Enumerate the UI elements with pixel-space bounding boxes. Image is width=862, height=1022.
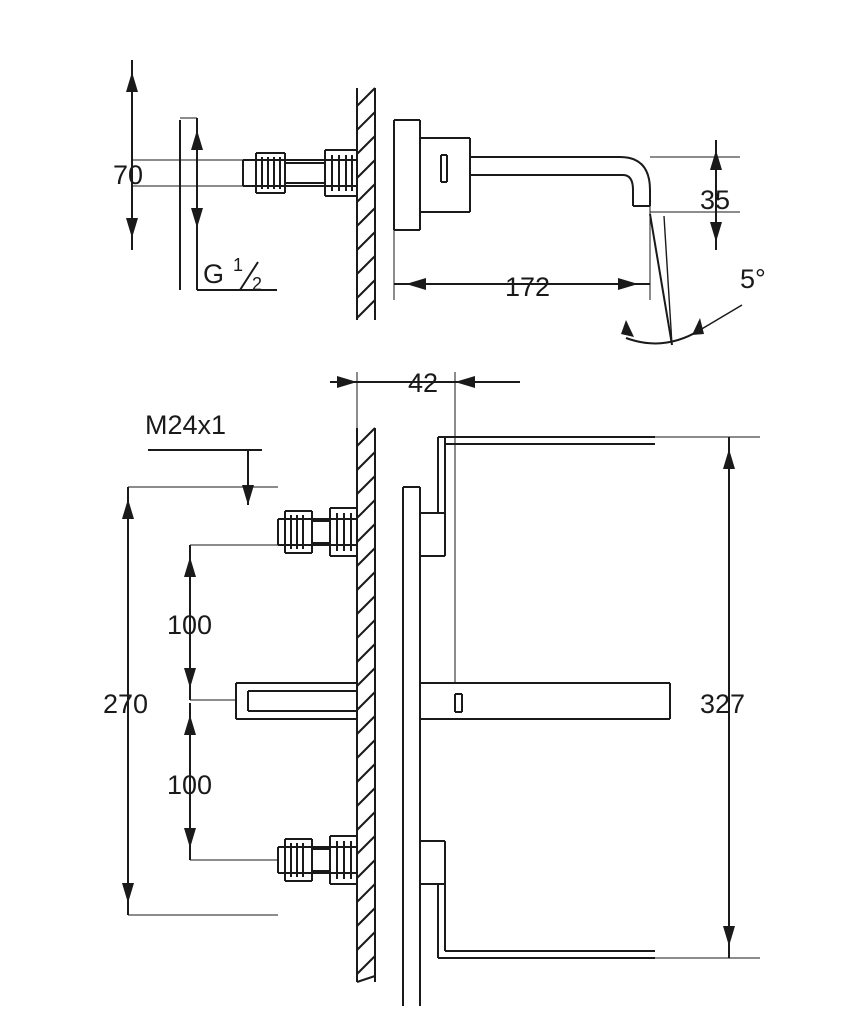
upper-valve-shank	[277, 507, 357, 557]
label-g-half-denominator: 2	[252, 274, 262, 294]
escutcheon-plate-front-view	[402, 436, 655, 1006]
label-g-half-main: G	[203, 259, 224, 289]
label-g-half-numerator: 1	[233, 255, 243, 275]
dimension-270	[122, 486, 278, 916]
wall-top-view	[356, 87, 376, 320]
dimension-m24x1	[148, 449, 262, 505]
inlet-shank-top-view	[242, 149, 357, 197]
label-5-degrees: 5°	[740, 264, 766, 294]
label-100-upper: 100	[167, 610, 212, 640]
spout-top-view	[470, 156, 673, 346]
label-270: 270	[103, 689, 148, 719]
label-35: 35	[700, 185, 730, 215]
body-escutcheon-top-view	[393, 119, 471, 231]
dimension-70	[126, 60, 357, 290]
label-m24x1: M24x1	[145, 410, 226, 440]
label-70: 70	[113, 160, 143, 190]
spout-front-view	[235, 682, 671, 720]
label-100-lower: 100	[167, 770, 212, 800]
lower-valve-shank	[277, 835, 357, 885]
dimension-5-degrees	[621, 304, 743, 345]
dimension-172	[393, 206, 651, 300]
dimension-327	[655, 436, 760, 959]
dimension-35	[650, 140, 740, 250]
dimension-100-upper	[184, 544, 278, 701]
dimension-g-half	[180, 117, 277, 291]
label-42: 42	[408, 368, 438, 398]
fraction-slash	[239, 261, 259, 291]
dimension-100-lower	[184, 703, 278, 861]
wall-front-view	[356, 427, 376, 983]
dimension-42	[330, 372, 520, 683]
label-327: 327	[700, 689, 745, 719]
label-172: 172	[505, 272, 550, 302]
